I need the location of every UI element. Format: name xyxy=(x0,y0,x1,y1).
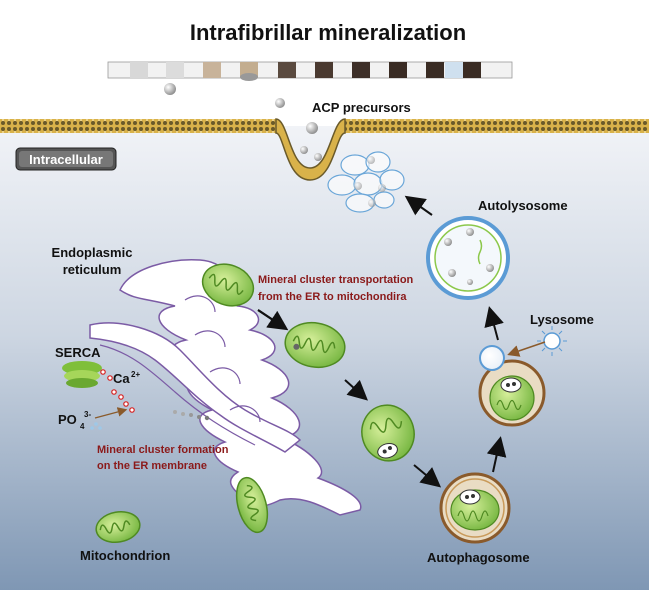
arrow-fusion-up xyxy=(484,306,504,341)
diagram-title: Intrafibrillar mineralization xyxy=(190,20,466,45)
serca-label: SERCA xyxy=(55,345,101,360)
autophagosome-label: Autophagosome xyxy=(427,550,530,565)
phosphate-ions xyxy=(90,422,102,430)
extracellular-space xyxy=(0,0,649,120)
mitochondrion-middle xyxy=(284,321,346,369)
autolysosome xyxy=(426,216,510,300)
transport-annotation-line1: Mineral cluster transportation xyxy=(258,274,414,286)
mitochondrion-bottom-center xyxy=(235,476,269,534)
fusing-autophagosome xyxy=(478,345,546,427)
mitochondrion-label: Mitochondrion xyxy=(80,548,170,563)
arrow-autophagosome-up xyxy=(486,436,507,473)
arrow-to-exocytosis xyxy=(404,195,433,216)
acp-particles-extracellular xyxy=(164,83,322,161)
intracellular-badge: Intracellular xyxy=(15,147,117,171)
er-label-line2: reticulum xyxy=(63,262,122,277)
ca-charge: 2+ xyxy=(131,370,140,379)
po-label: PO xyxy=(58,412,77,427)
arrow-mito-to-mito xyxy=(344,379,368,401)
po-subscript: 4 xyxy=(80,422,85,431)
serca-pump xyxy=(62,361,102,388)
acp-precursors-label: ACP precursors xyxy=(312,100,411,115)
autolysosome-label: Autolysosome xyxy=(478,198,568,213)
er-label-line1: Endoplasmic xyxy=(52,245,133,260)
mitochondrion-top xyxy=(201,263,255,307)
mitochondrion-loaded xyxy=(361,404,415,462)
lysosome-label: Lysosome xyxy=(530,312,594,327)
arrow-er-to-mito-head xyxy=(257,309,289,331)
po-charge: 3- xyxy=(84,410,91,419)
cell-membrane xyxy=(0,118,649,181)
calcium-ions xyxy=(100,369,135,413)
arrow-mito-to-autophagosome xyxy=(413,464,442,488)
autophagosome xyxy=(439,472,511,544)
intracellular-label: Intracellular xyxy=(29,152,103,167)
transport-annotation-line2: from the ER to mitochondira xyxy=(258,291,407,303)
lysosome xyxy=(537,326,567,356)
lysosome-arrow xyxy=(507,341,546,357)
mitochondrion-bottom-left xyxy=(95,510,141,544)
ca-label: Ca xyxy=(113,371,130,386)
released-vesicle-cluster xyxy=(327,151,405,213)
collagen-fibril xyxy=(107,61,513,81)
formation-annotation-line2: on the ER membrane xyxy=(97,460,207,472)
formation-annotation-line1: Mineral cluster formation xyxy=(97,444,229,456)
endoplasmic-reticulum xyxy=(89,259,362,516)
ion-arrow xyxy=(94,407,128,419)
